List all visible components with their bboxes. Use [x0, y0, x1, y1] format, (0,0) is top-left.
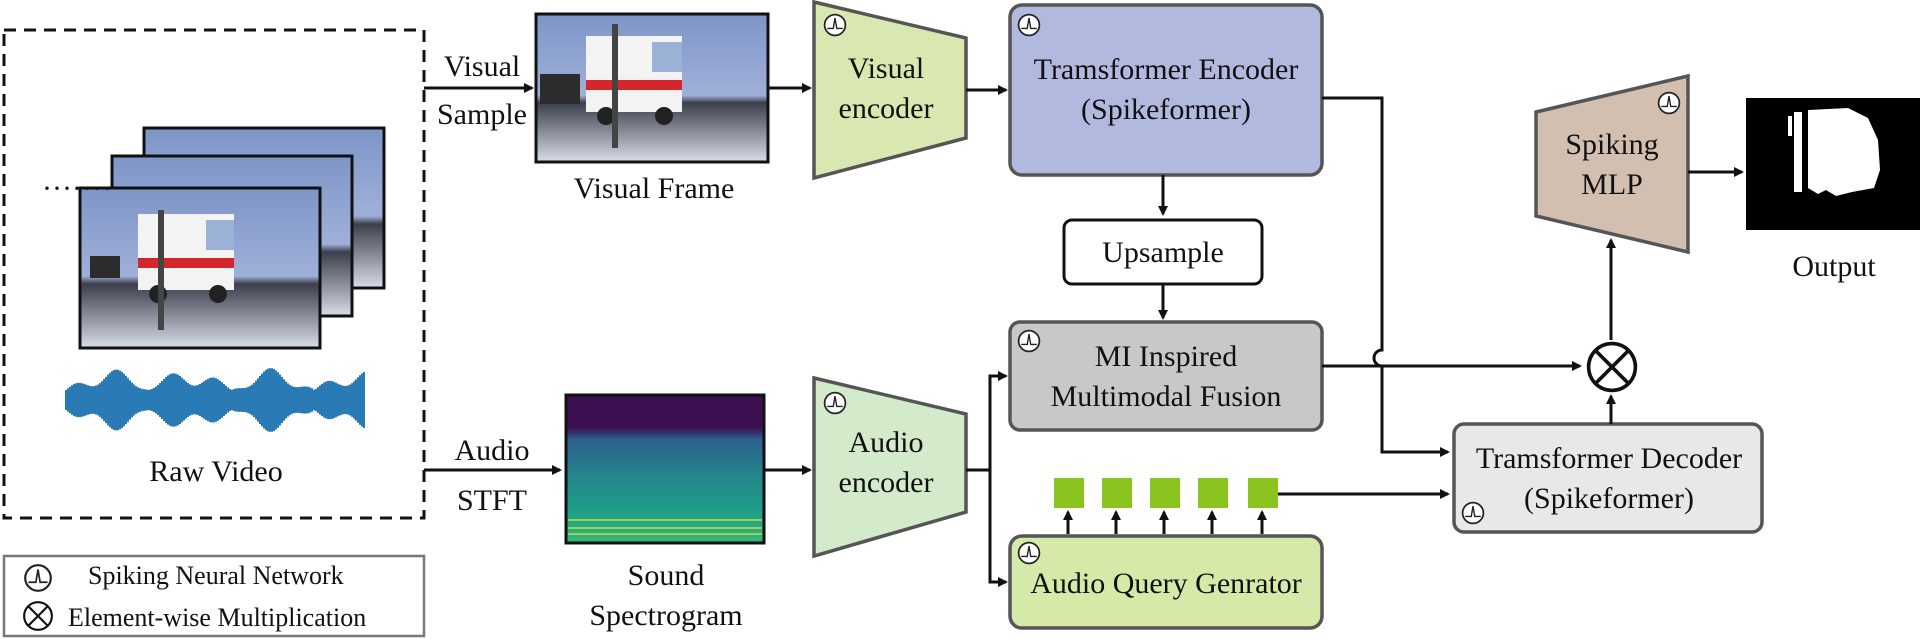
visual-encoder: Visual encoder: [812, 0, 968, 181]
output-mask-image: [1746, 98, 1920, 230]
query-token: [1198, 478, 1228, 508]
upsample-label: Upsample: [1102, 236, 1224, 269]
audio-encoder-label-1: Audio: [849, 426, 924, 459]
audio-encoder-label-2: encoder: [839, 466, 934, 499]
transformer-decoder-label-2: (Spikeformer): [1524, 482, 1694, 515]
audio-stft-label-2: STFT: [457, 484, 527, 517]
query-token: [1248, 478, 1278, 508]
arrow-audio-encoder-to-fusion: [966, 371, 1008, 472]
spectrogram-image: [564, 393, 766, 545]
snn-icon: [823, 391, 847, 415]
visual-frame-image: [534, 12, 770, 164]
snn-icon: [1657, 91, 1681, 115]
raw-video-label: Raw Video: [149, 455, 282, 488]
transformer-encoder-label-2: (Spikeformer): [1081, 93, 1251, 126]
fusion-label-2: Multimodal Fusion: [1051, 380, 1282, 413]
arrow-audio-encoder-to-query: [988, 470, 1008, 587]
query-token: [1150, 478, 1180, 508]
legend-snn-label: Spiking Neural Network: [88, 561, 344, 590]
audio-query-generator: Audio Query Genrator: [1008, 534, 1324, 630]
visual-sample-label-2: Sample: [437, 98, 527, 131]
video-frame-stack: [78, 126, 386, 350]
mlp-label-2: MLP: [1581, 168, 1643, 201]
spectrogram-caption-1: Sound: [628, 559, 705, 592]
snn-icon: [1017, 329, 1041, 353]
visual-frame-caption: Visual Frame: [574, 172, 735, 205]
audio-encoder: Audio encoder: [812, 375, 968, 559]
legend-snn-icon: [24, 564, 52, 592]
snn-icon: [1017, 13, 1041, 37]
arrow-encoder-to-decoder: [1322, 96, 1450, 457]
query-generator-label: Audio Query Genrator: [1030, 567, 1302, 600]
multiply-icon: [1586, 341, 1638, 393]
raw-video-frame: [2, 28, 426, 520]
visual-encoder-label-1: Visual: [848, 52, 925, 85]
mlp-label-1: Spiking: [1565, 128, 1658, 161]
visual-encoder-label-2: encoder: [839, 92, 934, 125]
spectrogram-caption-2: Spectrogram: [589, 599, 742, 632]
visual-sample-label-1: Visual: [444, 50, 521, 83]
transformer-decoder: Tramsformer Decoder (Spikeformer): [1452, 422, 1764, 534]
snn-icon: [823, 13, 847, 37]
legend: Spiking Neural Network Element-wise Mult…: [2, 554, 426, 638]
fusion-label-1: MI Inspired: [1095, 340, 1237, 373]
upsample-block: Upsample: [1062, 218, 1264, 286]
query-tokens: [1054, 478, 1278, 534]
transformer-decoder-label-1: Tramsformer Decoder: [1476, 442, 1742, 475]
legend-multiply-icon: [23, 601, 53, 631]
audio-stft-label-1: Audio: [455, 434, 530, 467]
query-token: [1102, 478, 1132, 508]
stack-ellipsis: ·······: [42, 172, 112, 205]
transformer-encoder-label-1: Tramsformer Encoder: [1034, 53, 1299, 86]
spiking-mlp: Spiking MLP: [1534, 73, 1690, 255]
query-token: [1054, 478, 1084, 508]
legend-multiply-label: Element-wise Multiplication: [68, 603, 366, 632]
snn-icon: [1017, 541, 1041, 565]
output-label: Output: [1792, 250, 1876, 283]
audio-waveform: [65, 368, 365, 432]
multimodal-fusion: MI Inspired Multimodal Fusion: [1008, 320, 1324, 432]
snn-icon: [1461, 501, 1485, 525]
transformer-encoder: Tramsformer Encoder (Spikeformer): [1008, 3, 1324, 177]
